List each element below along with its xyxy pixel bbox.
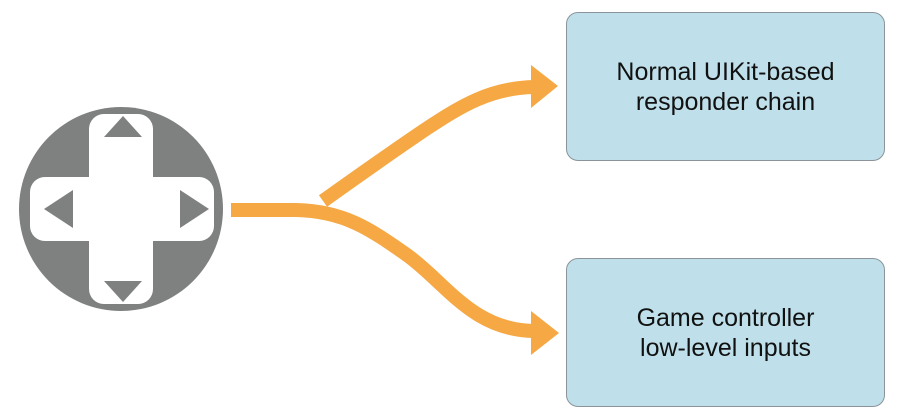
arrowhead-top-icon — [531, 65, 558, 108]
dpad-right-arrow-icon — [180, 190, 209, 228]
node-label-line: Game controller — [636, 303, 815, 332]
node-low-level-inputs: Game controller low-level inputs — [566, 258, 885, 407]
dpad-icon — [19, 107, 223, 311]
dpad-up-arrow-icon — [104, 116, 142, 137]
dpad-cross-horizontal — [30, 177, 214, 241]
node-label-line: responder chain — [635, 87, 816, 116]
node-label-line: low-level inputs — [640, 333, 811, 362]
arrow-shaft-top — [318, 80, 535, 207]
arrow-to-low-level-inputs — [231, 203, 559, 355]
arrowhead-bottom-icon — [531, 311, 559, 355]
dpad-left-arrow-icon — [44, 190, 73, 228]
node-responder-chain: Normal UIKit-based responder chain — [566, 12, 885, 161]
arrow-to-responder-chain — [318, 65, 558, 207]
node-label-line: Normal UIKit-based — [616, 57, 835, 86]
dpad-down-arrow-icon — [104, 281, 142, 302]
arrow-shaft-bottom — [231, 203, 535, 338]
